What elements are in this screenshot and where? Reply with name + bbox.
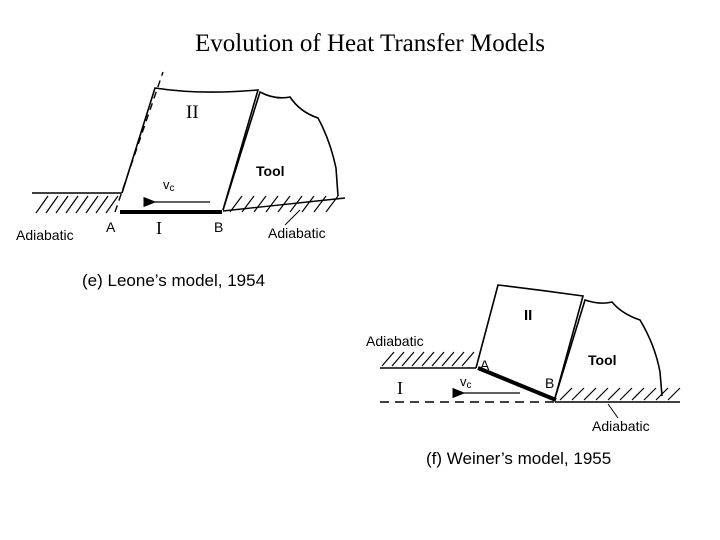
adiabatic-leader-e — [284, 209, 301, 226]
point-a-label-e: A — [106, 219, 116, 235]
adiabatic-leader-f — [607, 403, 619, 419]
region-i-label-e: I — [156, 218, 162, 238]
point-b-label-e: B — [214, 219, 223, 235]
region-ii-label-e: II — [186, 102, 199, 123]
caption-e: (e) Leone’s model, 1954 — [82, 271, 265, 290]
caption-f: (f) Weiner’s model, 1955 — [426, 449, 611, 468]
point-b-label-f: B — [545, 375, 554, 391]
adiabatic-top-label-f: Adiabatic — [366, 333, 424, 349]
hatching-right-f — [559, 387, 681, 401]
shear-plane-ab-f — [477, 366, 557, 402]
diagram-weiner: II Adiabatic Tool A vc I B Adiabatic (f)… — [366, 284, 681, 468]
adiabatic-bottom-label-f: Adiabatic — [592, 418, 650, 434]
point-a-label-f: A — [480, 357, 490, 373]
adiabatic-left-label-e: Adiabatic — [16, 227, 74, 243]
tool-label-f: Tool — [588, 352, 617, 368]
tool-label-e: Tool — [256, 163, 285, 179]
tool-f — [554, 298, 663, 399]
diagram-leone: II Tool vc A I B Adiabatic Adiabatic (e)… — [16, 71, 346, 290]
velocity-label-e: vc — [163, 177, 175, 194]
chip-f — [475, 284, 585, 399]
velocity-label-f: vc — [460, 374, 472, 391]
chip-e — [121, 87, 260, 211]
adiabatic-right-label-e: Adiabatic — [268, 225, 326, 241]
hatching-left-e — [35, 195, 119, 214]
region-ii-label-f: II — [524, 307, 532, 324]
tool-flank-e — [222, 197, 346, 212]
tool-e — [222, 90, 339, 211]
chip-dashed-e — [114, 71, 164, 213]
region-i-label-f: I — [397, 378, 403, 398]
slide-title: Evolution of Heat Transfer Models — [195, 30, 545, 57]
hatching-top-f — [381, 351, 475, 367]
